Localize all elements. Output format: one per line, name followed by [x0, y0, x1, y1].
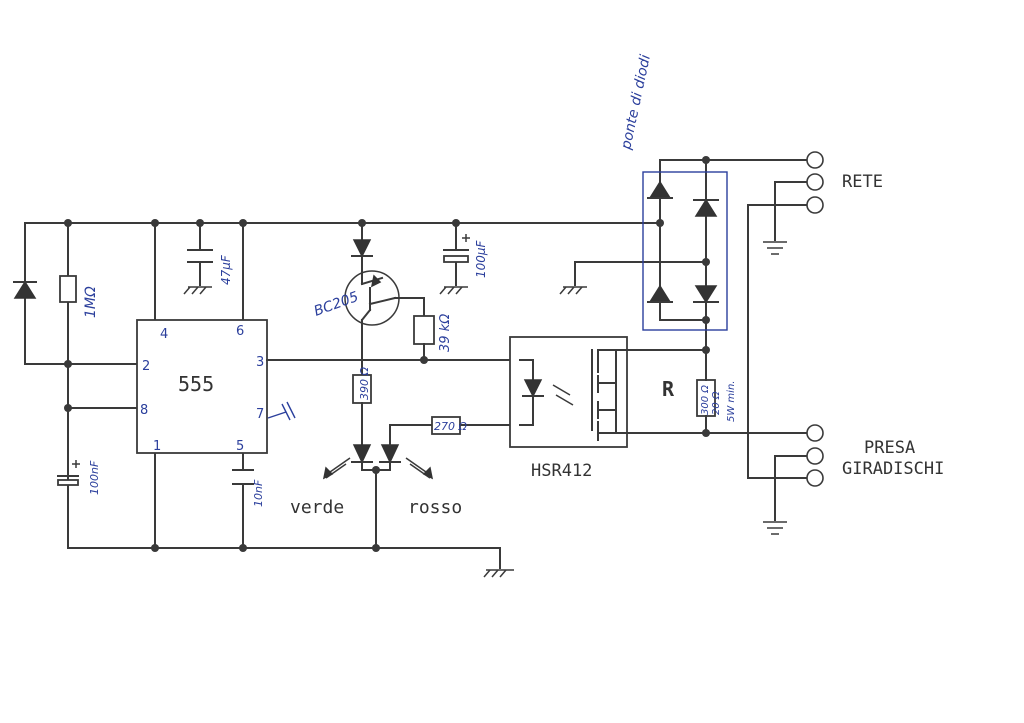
capacitor-47u	[183, 249, 213, 295]
capacitor-100u	[439, 234, 470, 295]
capacitor-100u-label: 100μF	[474, 239, 488, 278]
resistor-390-label: 390 Ω	[358, 367, 371, 400]
resistor-390	[352, 374, 372, 446]
resistor-39k-label: 39 kΩ	[438, 314, 453, 352]
ssr-label: HSR412	[531, 461, 592, 481]
resistor-1m-label: 1MΩ	[83, 286, 99, 318]
resistor-r-power: 5W min.	[726, 381, 737, 422]
pin-3: 3	[256, 355, 264, 370]
led-red	[379, 424, 434, 480]
bottom-rail	[67, 452, 501, 569]
resistor-39k	[413, 315, 435, 361]
transistor-label: BC205	[312, 289, 361, 320]
resistor-r-value-a: 300 Ω	[700, 385, 711, 415]
ssr-hsr412	[509, 336, 707, 448]
pin-4: 4	[160, 327, 168, 342]
transistor-bc205	[344, 270, 425, 376]
pin-6: 6	[236, 324, 244, 339]
presa-label-line1: PRESA	[864, 438, 915, 458]
capacitor-47u-label: 47μF	[219, 254, 233, 285]
capacitor-100n-label: 100nF	[88, 460, 101, 495]
led-green-label: verde	[290, 497, 344, 518]
ground-bottom	[483, 569, 514, 578]
pin-7: 7	[256, 407, 264, 422]
resistor-1m	[59, 275, 77, 303]
pin-1: 1	[153, 439, 161, 454]
presa-terminals	[705, 424, 824, 535]
diode-left	[13, 280, 37, 299]
pin7-ground-symbol	[267, 401, 296, 421]
led-red-label: rosso	[408, 497, 462, 518]
capacitor-100n	[57, 460, 80, 486]
resistor-270-label: 270 Ω	[434, 420, 467, 433]
capacitor-10n	[232, 469, 254, 485]
presa-label-line2: GIRADISCHI	[842, 459, 944, 479]
led-green	[322, 444, 391, 480]
pin-2: 2	[142, 359, 150, 374]
resistor-r	[696, 349, 716, 434]
resistor-r-label: R	[662, 377, 675, 401]
bridge-note: ponte di diodi	[618, 53, 654, 152]
rete-label: RETE	[842, 172, 883, 192]
rete-terminals	[747, 151, 824, 479]
ic-555	[136, 319, 268, 454]
diode-transistor-supply	[351, 222, 373, 273]
resistor-r-value-b: 20 Ω	[711, 391, 722, 415]
diode-bridge	[559, 159, 821, 351]
pin-5: 5	[236, 439, 244, 454]
pin-8: 8	[140, 403, 148, 418]
ic-555-label: 555	[178, 372, 214, 396]
capacitor-10n-label: 10nF	[252, 479, 265, 507]
